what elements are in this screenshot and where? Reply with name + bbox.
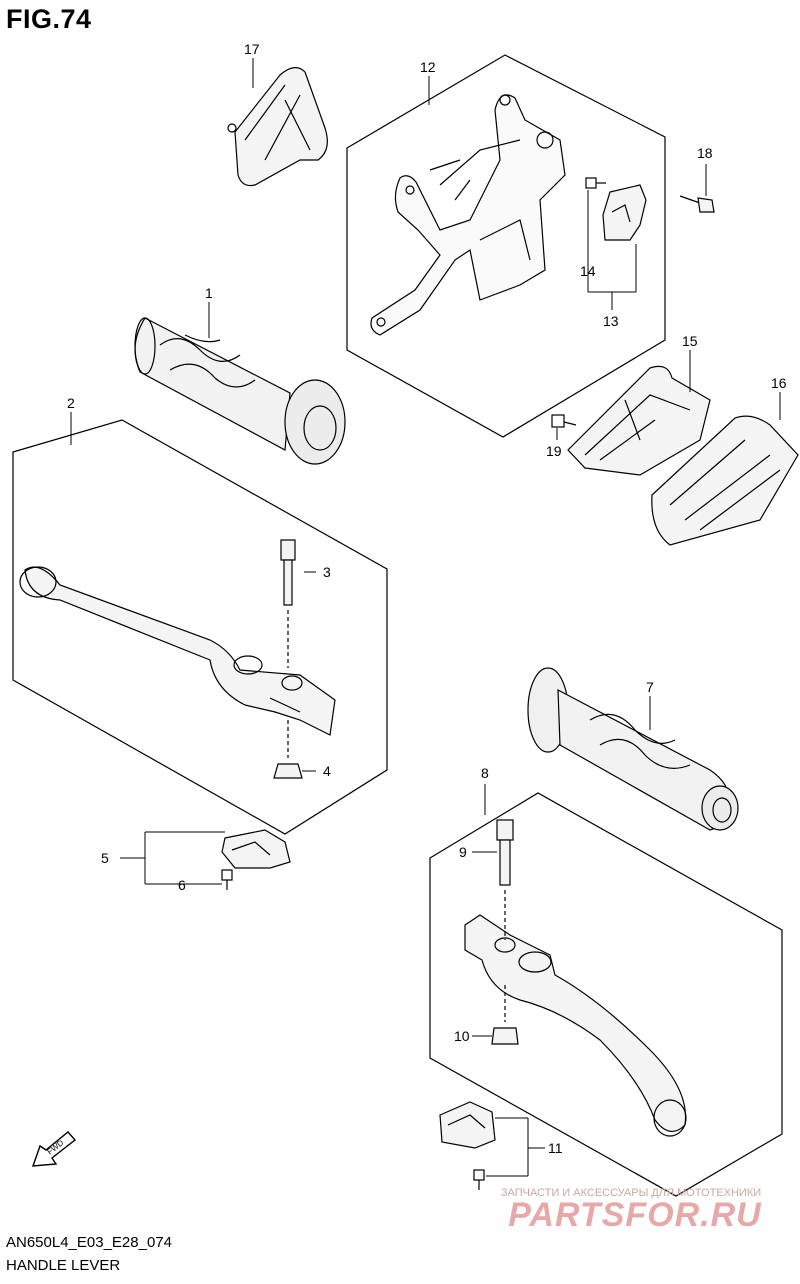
callout-7: 7 [646,679,654,695]
callout-11: 11 [548,1140,563,1156]
callout-15: 15 [682,333,698,349]
callout-13: 13 [603,313,619,329]
callout-8: 8 [481,765,489,781]
part-5-switch [221,829,291,869]
callout-3: 3 [323,564,331,580]
figure-caption: HANDLE LEVER [6,1257,121,1274]
part-18-bolt [679,195,715,213]
leader-lines [70,58,781,1177]
part-13-switch [602,184,647,241]
callout-18: 18 [697,145,713,161]
part-2-lever-left [19,566,336,736]
watermark-logo: PARTSFOR.RU [508,1196,762,1234]
part-8-lever-right [464,914,687,1137]
part-17-cover [227,67,328,187]
callout-17: 17 [244,41,260,57]
part-7-grip-right [527,667,739,831]
callout-9: 9 [459,844,467,860]
callout-12: 12 [420,59,436,75]
callout-2: 2 [67,395,75,411]
part-11-switch [439,1101,496,1149]
part-4-nut [273,720,303,779]
callout-labels: 17 12 18 14 13 1 15 16 2 19 3 7 4 8 5 9 … [45,41,786,1156]
part-19-bolt [551,414,577,428]
part-3-pivot-bolt [280,539,296,668]
callout-16: 16 [771,375,787,391]
group-frame-2 [12,419,388,835]
part-16-handguard [651,415,799,546]
figure-title: FIG.74 [6,4,92,34]
group-frame-12 [346,54,666,438]
model-code: AN650L4_E03_E28_074 [6,1234,172,1251]
callout-5: 5 [101,850,109,866]
part-9-pivot-bolt [496,819,514,940]
fwd-arrow-icon [31,1131,77,1167]
callout-14: 14 [580,263,596,279]
part-10-nut [491,985,519,1045]
callout-19: 19 [546,443,562,459]
watermark-tagline: ЗАПЧАСТИ И АКСЕССУАРЫ ДЛЯ МОТОТЕХНИКИ [500,1187,762,1199]
callout-4: 4 [323,763,331,779]
part-11-screw [473,1169,485,1190]
callout-6: 6 [178,877,186,893]
callout-1: 1 [205,285,213,301]
group-frame-8 [429,792,783,1197]
part-1-grip [134,317,346,465]
part-6-screw [221,869,233,890]
part-14-screw [585,177,606,189]
callout-10: 10 [454,1028,470,1044]
part-15-guard [567,365,711,476]
part-12-bracket-assembly [370,94,566,336]
